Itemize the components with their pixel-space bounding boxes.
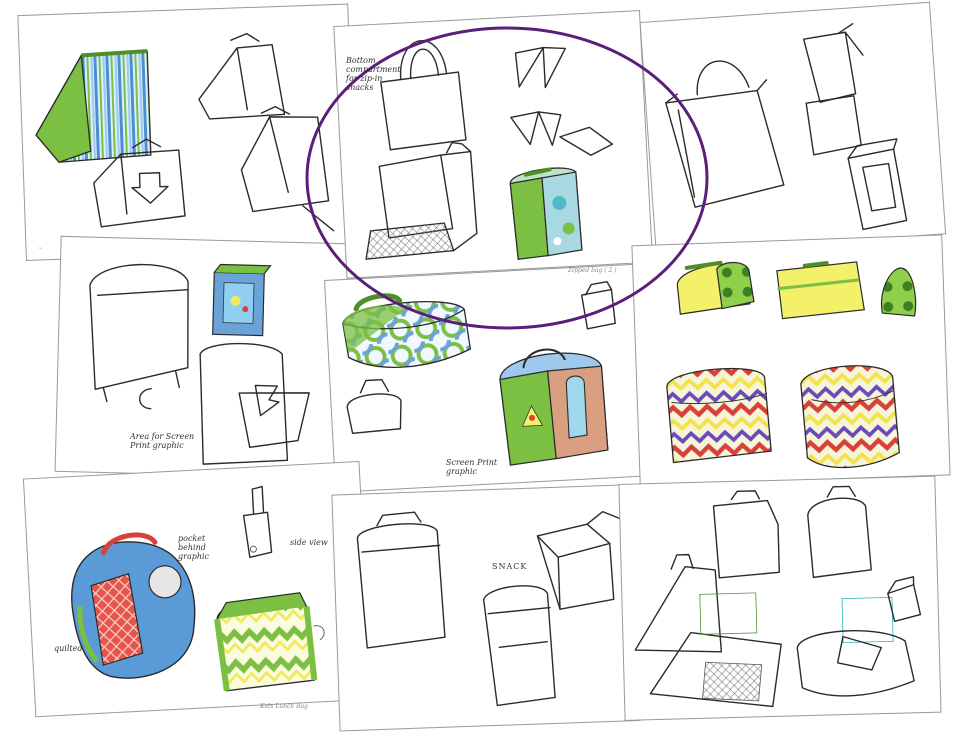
- sheet-top-center: [333, 10, 654, 279]
- zipped-bag-caption: Zipped bag ( 2 ): [568, 267, 617, 274]
- green-dot-pouch: [880, 267, 917, 317]
- small-box-outline: [887, 576, 922, 622]
- tall-tote-outline: [380, 40, 467, 151]
- screen-print-area-note: Area for Screen Print graphic: [130, 432, 195, 450]
- zigzag-bag-left: [666, 367, 772, 464]
- lunch-case-outline-right: [807, 485, 872, 579]
- open-bin-bag-outline: [796, 630, 915, 697]
- side-view-outline: [242, 485, 273, 559]
- arrow-flap-bag: [93, 138, 186, 228]
- lunch-case-outline-left: [712, 490, 780, 579]
- snack-bag-outline: [482, 585, 556, 707]
- small-printed-box: [212, 263, 272, 337]
- sheet-middle-right: [631, 234, 951, 487]
- pocket-graphic-note: pocket behind graphic: [178, 534, 210, 561]
- backpack-outline: [89, 263, 189, 410]
- green-zigzag-cooler: [214, 592, 325, 692]
- zigzag-bag-right: [800, 365, 900, 469]
- sheet-caption: ~: [38, 245, 43, 252]
- yellow-flat-bag: [776, 261, 865, 320]
- sheet-bottom-left: [22, 460, 372, 718]
- kids-lunch-bag-caption: Kids Lunch Bag: [260, 703, 308, 710]
- sheet-bottom-right: [618, 475, 942, 721]
- flat-open-tray-outline: [649, 631, 782, 708]
- sheet-bottom-center: [331, 484, 641, 732]
- striped-wedge-bag: [35, 49, 152, 164]
- quilted-note: quilted: [54, 644, 83, 653]
- bottom-compartment-bag: [365, 141, 478, 260]
- large-tote-outline: [665, 60, 785, 208]
- triangle-tote-outline: [634, 553, 723, 653]
- cooler-bag-outline: [356, 511, 446, 649]
- round-quilted-backpack: [71, 532, 196, 679]
- highlight-ellipse: [305, 26, 709, 330]
- open-wedge-bag: [240, 105, 335, 232]
- green-paisley-bag: [509, 167, 583, 260]
- bottom-compartment-note: Bottom compartment for zip-in snacks: [346, 56, 401, 92]
- sheet-top-right: [639, 1, 947, 255]
- snack-label: SNACK: [492, 562, 528, 571]
- rocket-print-backpack: [499, 348, 609, 466]
- wedge-bag-outline: [198, 32, 286, 120]
- folding-triangles: [510, 46, 614, 156]
- screen-print-graphic-note: Screen Print graphic: [446, 458, 498, 476]
- sheet-middle-left: [54, 235, 352, 480]
- small-lunchbox-outline: [346, 378, 402, 434]
- sheet-top-left: ~: [17, 3, 357, 261]
- open-flap-bag-outline: [199, 342, 310, 465]
- tall-bag-outline: [847, 138, 908, 231]
- open-box-outline: [536, 510, 622, 610]
- guide-boxes: [699, 592, 894, 644]
- side-view-note: side view: [290, 538, 328, 547]
- green-dot-wedge-bag: [676, 260, 755, 315]
- tiny-side-bag: [580, 281, 616, 330]
